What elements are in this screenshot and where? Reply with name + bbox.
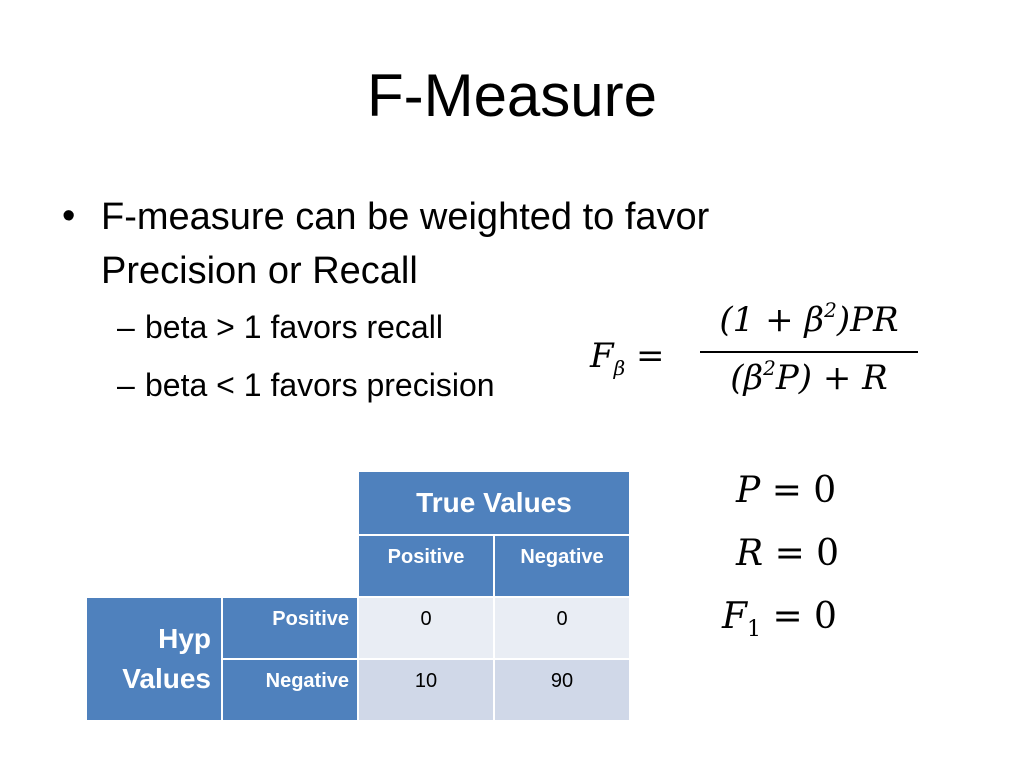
bullet-list: • F-measure can be weighted to favor Pre…: [62, 195, 710, 405]
numerator-prefix: (1 + β: [719, 300, 825, 340]
formula-lhs-subscript: β: [613, 355, 626, 380]
equation-rhs: = 0: [772, 596, 837, 637]
table-row: Negative 10 90: [86, 658, 631, 722]
denominator-prefix: (β: [730, 358, 764, 398]
row-header-positive: Positive: [221, 596, 359, 660]
table-cell: 10: [357, 658, 495, 722]
table-cell: 0: [493, 596, 631, 660]
numerator-power: 2: [824, 298, 837, 322]
table-cell: 0: [357, 596, 495, 660]
formula-equals: =: [635, 336, 665, 376]
formula-numerator: (1 + β2)PR: [700, 300, 918, 340]
denominator-suffix: P) + R: [775, 358, 888, 398]
equation-symbol: R: [736, 533, 764, 574]
slide-title: F-Measure: [366, 62, 658, 129]
equation-subscript: 1: [746, 617, 761, 643]
bullet-text: F-measure can be weighted to favor Preci…: [101, 196, 710, 292]
hyp-values-line2: Values: [122, 663, 211, 694]
equation-rhs: = 0: [771, 470, 837, 511]
equation-symbol: F: [722, 596, 747, 637]
confusion-matrix: True Values Positive Negative Hyp Values…: [85, 470, 631, 722]
table-row: Positive Negative: [85, 534, 631, 598]
sub-bullet-dash: –: [117, 309, 135, 345]
f-beta-formula: Fβ = (1 + β2)PR (β2P) + R: [590, 298, 930, 418]
formula-lhs-symbol: F: [590, 336, 614, 376]
empty-corner: [85, 470, 359, 536]
sub-bullet-text: beta < 1 favors precision: [145, 367, 495, 403]
bullet-marker: •: [62, 195, 76, 237]
column-header-positive: Positive: [357, 534, 495, 598]
equation-symbol: P: [736, 470, 761, 511]
column-header-negative: Negative: [493, 534, 631, 598]
row-header-negative: Negative: [221, 658, 359, 722]
sub-bullet-text: beta > 1 favors recall: [145, 309, 443, 345]
sub-bullet: –beta > 1 favors recall: [117, 307, 443, 347]
fraction-bar: [700, 351, 918, 353]
table-row: True Values: [85, 470, 631, 536]
formula-lhs: Fβ =: [590, 336, 664, 380]
equation-rhs: = 0: [774, 533, 840, 574]
recall-equation: R = 0: [736, 533, 839, 579]
numerator-suffix: )PR: [836, 300, 899, 340]
f1-equation: F1 = 0: [722, 596, 837, 642]
sub-bullet: –beta < 1 favors precision: [117, 365, 495, 405]
sub-bullet-dash: –: [117, 367, 135, 403]
empty-corner: [85, 534, 359, 598]
true-values-header: True Values: [357, 470, 631, 536]
hyp-values-line1: Hyp: [158, 623, 211, 654]
table-row: Hyp Values Positive 0 0: [85, 596, 631, 722]
denominator-power: 2: [763, 356, 776, 380]
hyp-values-header: Hyp Values: [85, 596, 223, 722]
precision-equation: P = 0: [736, 470, 836, 516]
table-cell: 90: [493, 658, 631, 722]
formula-denominator: (β2P) + R: [700, 358, 918, 398]
